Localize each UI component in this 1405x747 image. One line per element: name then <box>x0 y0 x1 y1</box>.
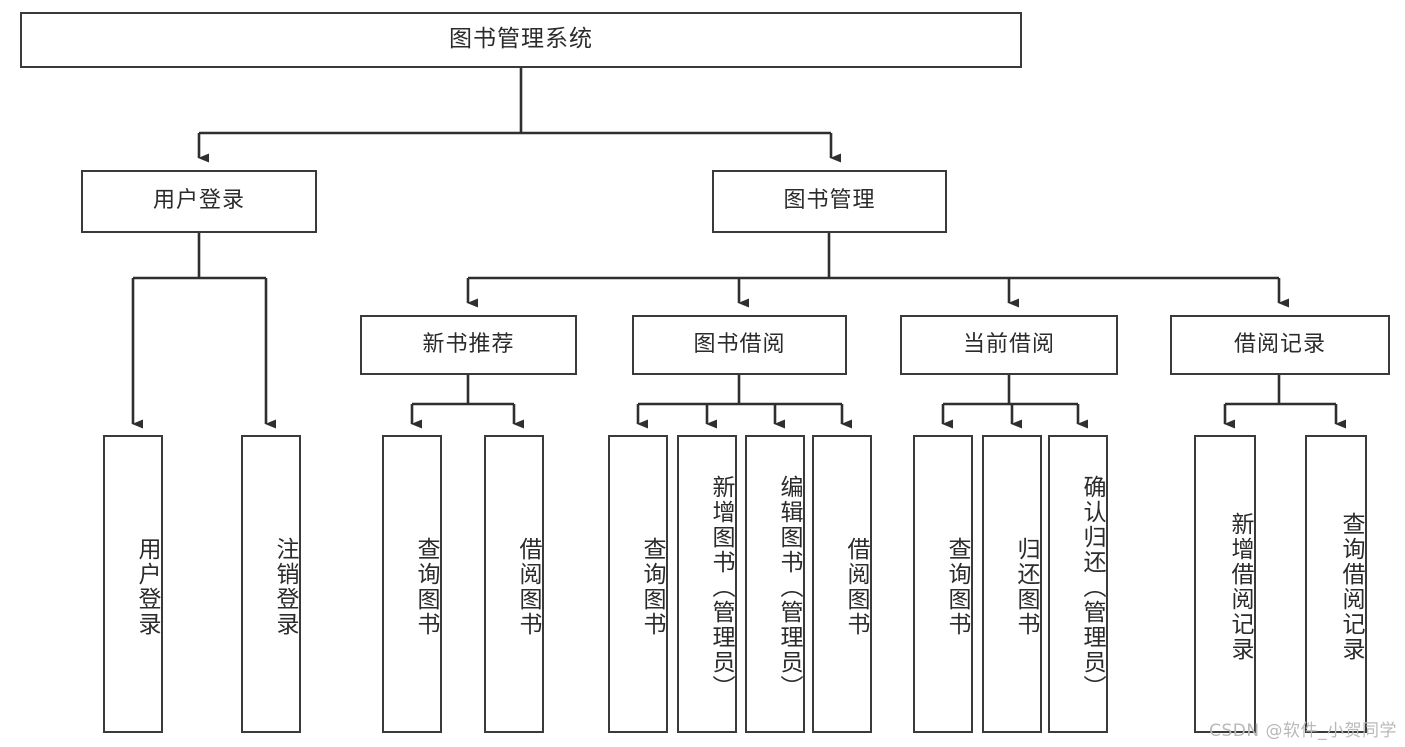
node-label: 图书管理系统 <box>449 26 593 53</box>
node-root-book-management-system[interactable]: 图书管理系统 <box>20 12 1022 68</box>
node-label: 新书推荐 <box>422 331 515 357</box>
node-book-management[interactable]: 图书管理 <box>712 170 947 233</box>
node-book-borrow[interactable]: 图书借阅 <box>632 315 847 375</box>
leaf-add-borrow-record[interactable]: 新增借阅记录 <box>1194 435 1256 733</box>
node-label: 用户登录 <box>152 188 245 214</box>
node-label: 注销登录 <box>272 537 298 637</box>
node-label: 查询借阅记录 <box>1338 512 1364 662</box>
leaf-return-book[interactable]: 归还图书 <box>982 435 1042 733</box>
node-label: 借阅记录 <box>1233 331 1326 357</box>
node-label: 查询图书 <box>413 537 439 637</box>
leaf-edit-book-admin[interactable]: 编辑图书（管理员） <box>745 435 805 733</box>
node-label: 编辑图书（管理员） <box>776 474 802 700</box>
leaf-confirm-return-admin[interactable]: 确认归还（管理员） <box>1048 435 1108 733</box>
leaf-query-book-recommend[interactable]: 查询图书 <box>382 435 442 733</box>
leaf-query-borrow-record[interactable]: 查询借阅记录 <box>1305 435 1367 733</box>
leaf-borrow-book-recommend[interactable]: 借阅图书 <box>484 435 544 733</box>
leaf-user-login[interactable]: 用户登录 <box>103 435 163 733</box>
leaf-query-book-borrow[interactable]: 查询图书 <box>608 435 668 733</box>
node-label: 当前借阅 <box>962 331 1055 357</box>
leaf-add-book-admin[interactable]: 新增图书（管理员） <box>677 435 737 733</box>
node-current-borrow[interactable]: 当前借阅 <box>900 315 1118 375</box>
node-label: 新增借阅记录 <box>1227 512 1253 662</box>
node-label: 查询图书 <box>944 537 970 637</box>
node-user-login[interactable]: 用户登录 <box>81 170 317 233</box>
node-label: 借阅图书 <box>843 537 869 637</box>
node-label: 归还图书 <box>1013 537 1039 637</box>
node-label: 图书借阅 <box>693 331 786 357</box>
node-label: 图书管理 <box>783 188 876 214</box>
leaf-borrow-book[interactable]: 借阅图书 <box>812 435 872 733</box>
node-label: 新增图书（管理员） <box>708 474 734 700</box>
node-label: 查询图书 <box>639 537 665 637</box>
leaf-query-book-current[interactable]: 查询图书 <box>913 435 973 733</box>
node-label: 借阅图书 <box>515 537 541 637</box>
leaf-user-logout[interactable]: 注销登录 <box>241 435 301 733</box>
node-new-book-recommend[interactable]: 新书推荐 <box>360 315 577 375</box>
node-label: 用户登录 <box>134 537 160 637</box>
watermark: CSDN @软件_小贺同学 <box>1209 721 1397 741</box>
node-label: 确认归还（管理员） <box>1079 474 1105 700</box>
node-borrow-record[interactable]: 借阅记录 <box>1170 315 1390 375</box>
